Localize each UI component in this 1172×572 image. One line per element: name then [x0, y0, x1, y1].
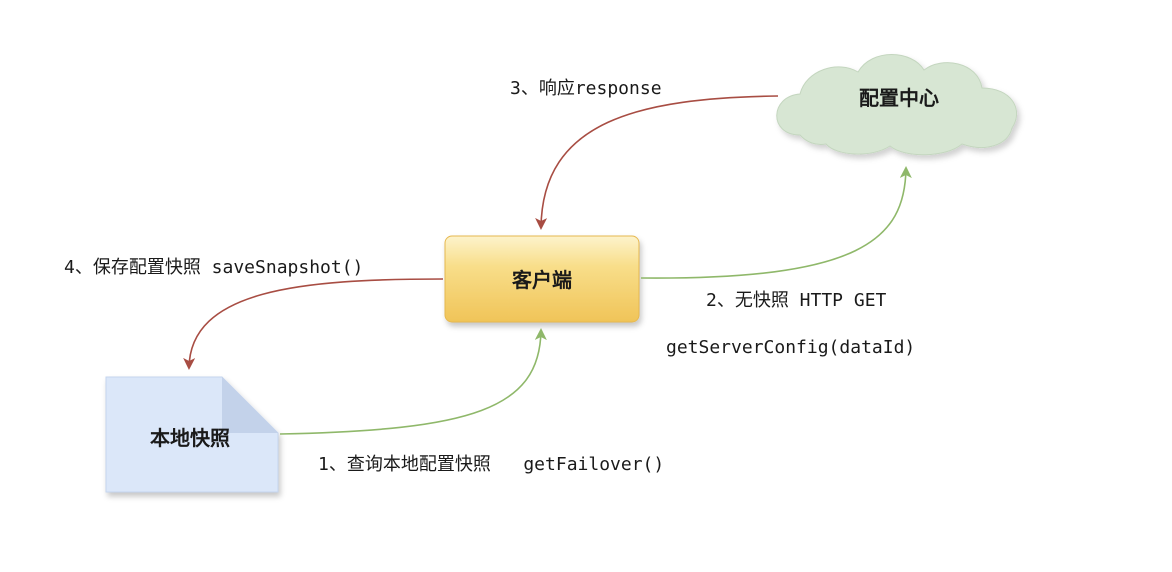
step4-label: 4、保存配置快照 saveSnapshot(): [64, 257, 363, 278]
arrow-step4: [183, 278, 444, 370]
cloud-shape: [776, 54, 1018, 156]
arrow-step3: [535, 95, 779, 230]
client-node: 客户端: [444, 235, 640, 323]
arrow-step2: [640, 166, 912, 279]
config-center-node: 配置中心: [776, 54, 1018, 156]
step3-label: 3、响应response: [510, 78, 662, 99]
client-box: [444, 235, 640, 323]
config-center-label: 配置中心: [859, 86, 939, 110]
document-fold: [222, 377, 278, 433]
step2-label: 2、无快照 HTTP GET: [706, 290, 887, 311]
local-snapshot-label: 本地快照: [150, 426, 230, 450]
arrow-step1: [279, 328, 547, 435]
client-label: 客户端: [511, 268, 572, 292]
step2-label-line2: getServerConfig(dataId): [666, 337, 915, 358]
step1-label: 1、查询本地配置快照 getFailover(): [318, 454, 664, 475]
local-snapshot-node: 本地快照: [105, 376, 279, 493]
